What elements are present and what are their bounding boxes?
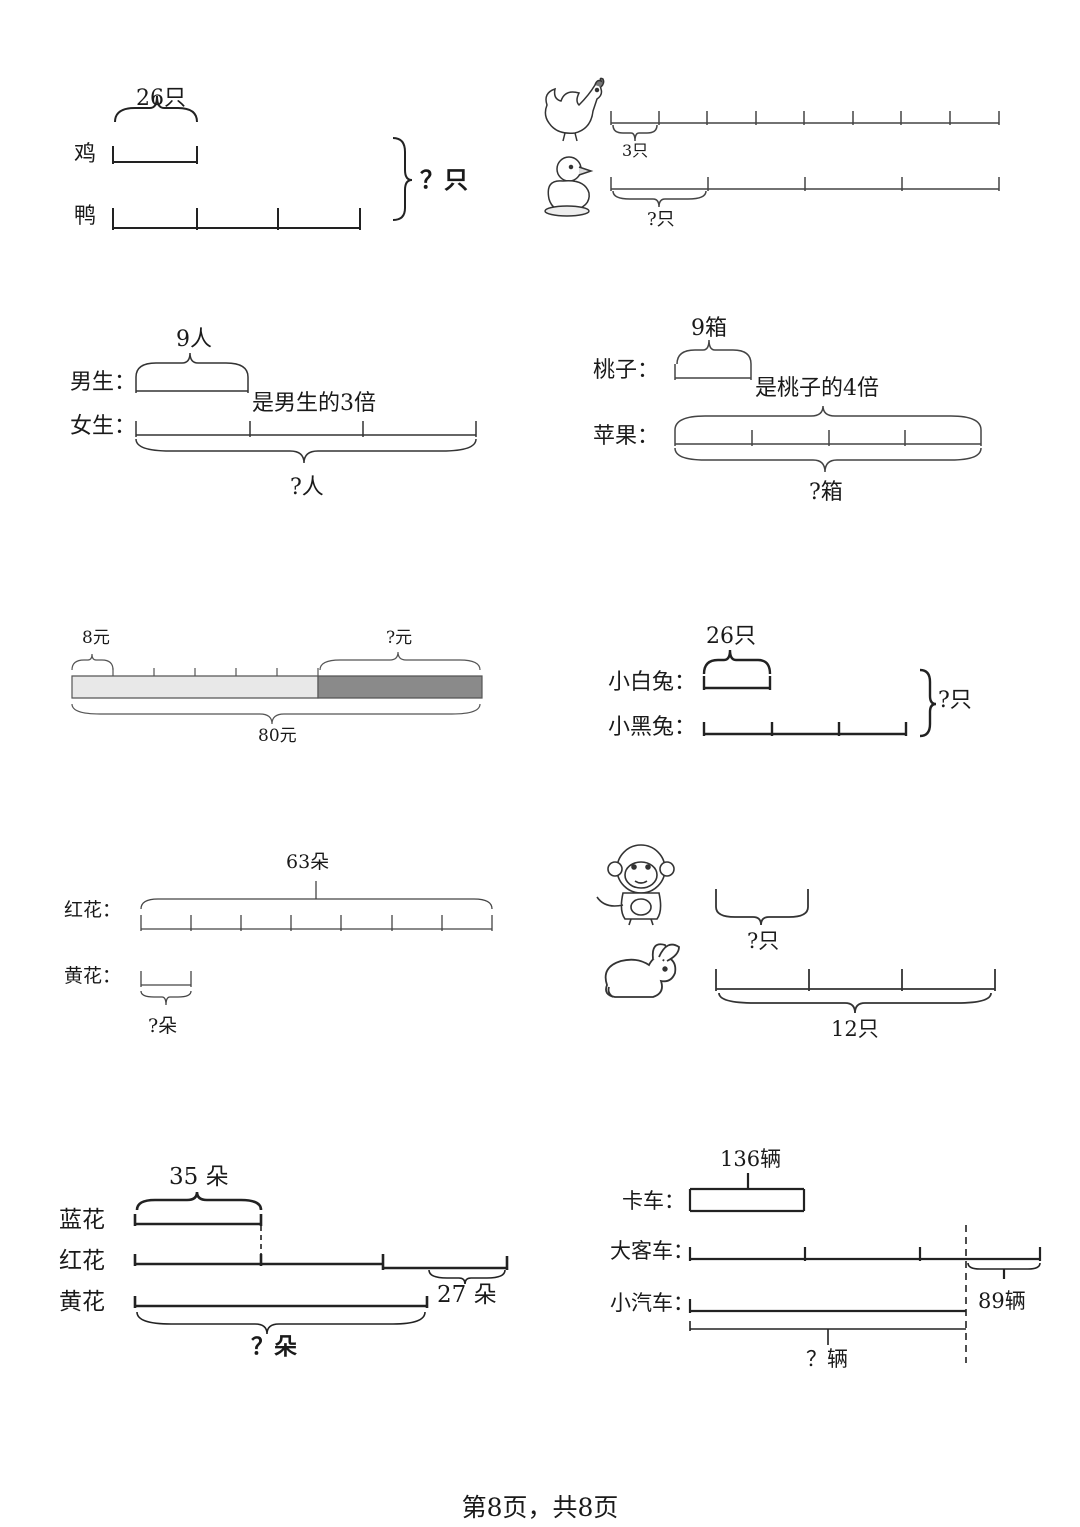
diagram-boys-girls: 9人 男生： 是男生的3倍 女生： ?人	[60, 325, 500, 505]
diagram-money: 8元 ?元 80元	[60, 620, 500, 760]
diagram-animals-pictured: 3只 ?只	[535, 75, 1015, 245]
difference-label: 27 朵	[437, 1282, 497, 1308]
given-label: 3只	[622, 141, 649, 160]
row-label-chicken: 鸡	[74, 142, 97, 167]
row-label-duck: 鸭	[74, 204, 97, 229]
diagram-monkey-rabbit-lines	[585, 844, 1015, 1050]
row-label-blue-flower: 蓝花	[59, 1207, 105, 1233]
difference-label: 89辆	[978, 1289, 1026, 1313]
diagram-three-flowers: 35 朵 蓝花 红花 黄花 27 朵 ？朵	[55, 1160, 525, 1370]
rabbit-icon	[606, 944, 679, 997]
diagram-chicken-duck: 26只 鸡 鸭 ？只	[60, 80, 480, 250]
row-label-truck: 卡车：	[622, 1189, 685, 1213]
given-label: 9人	[176, 327, 212, 352]
monkey-icon	[597, 844, 675, 925]
diagram-three-flowers-lines	[55, 1160, 525, 1370]
diagram-rabbits-lines	[600, 620, 1000, 750]
duck-icon	[544, 156, 591, 217]
question-label: ?箱	[809, 480, 843, 505]
given-label: 12只	[831, 1017, 879, 1041]
given-label: 9箱	[691, 316, 727, 341]
page-footer: 第8页，共8页	[461, 1493, 619, 1522]
question-label: ？辆	[806, 1347, 848, 1371]
row-label-bus: 大客车：	[610, 1239, 694, 1263]
relation-label: 是男生的3倍	[252, 391, 376, 416]
row-label-white-rabbit: 小白兔：	[608, 670, 697, 695]
row-label-red-flower: 红花	[59, 1248, 105, 1274]
diagram-peach-apple-lines	[585, 312, 1015, 512]
given-label: 8元	[82, 628, 110, 648]
diagram-peach-apple: 9箱 桃子： 是桃子的4倍 苹果： ?箱	[585, 312, 1015, 512]
diagram-rabbits: 26只 小白兔： 小黑兔： ?只	[600, 620, 1000, 750]
chicken-icon	[545, 78, 603, 141]
question-label: ？只	[420, 166, 468, 194]
row-label-yellow-flower: 黄花：	[64, 965, 122, 987]
diagram-chicken-duck-lines	[60, 80, 480, 250]
relation-label: 是桃子的4倍	[755, 376, 879, 401]
question-label: ?只	[938, 688, 972, 713]
given-label: 35 朵	[169, 1164, 229, 1190]
row-label-peach: 桃子：	[593, 358, 660, 383]
question-label: ？朵	[251, 1334, 297, 1360]
question-label: ?只	[647, 209, 675, 230]
question-label: ?人	[290, 475, 324, 500]
diagram-vehicles: 136辆 卡车： 大客车： 小汽车： 89辆 ？辆	[600, 1145, 1050, 1385]
total-label: 80元	[258, 726, 297, 746]
given-label: 63朵	[286, 851, 330, 873]
given-label: 136辆	[720, 1147, 782, 1171]
diagram-animals-pictured-lines	[544, 75, 1015, 217]
diagram-vehicles-lines	[600, 1145, 1050, 1385]
row-label-red-flower: 红花：	[64, 899, 122, 921]
given-label: 26只	[706, 624, 756, 649]
row-label-black-rabbit: 小黑兔：	[608, 715, 697, 740]
row-label-boys: 男生：	[70, 370, 137, 395]
diagram-red-yellow-flowers-lines	[60, 845, 510, 1045]
diagram-money-lines	[60, 620, 500, 760]
row-label-apple: 苹果：	[593, 424, 660, 449]
question-label: ?只	[747, 929, 780, 953]
given-label: 26只	[136, 86, 186, 111]
row-label-car: 小汽车：	[610, 1291, 694, 1315]
diagram-monkey-rabbit: ?只 12只	[585, 835, 1015, 1050]
diagram-red-yellow-flowers: 63朵 红花： 黄花： ?朵	[60, 845, 510, 1045]
row-label-yellow-flower: 黄花	[59, 1289, 105, 1315]
row-label-girls: 女生：	[70, 414, 137, 439]
question-label: ?元	[386, 628, 413, 648]
question-label: ?朵	[148, 1015, 178, 1037]
diagram-boys-girls-lines	[60, 325, 500, 505]
